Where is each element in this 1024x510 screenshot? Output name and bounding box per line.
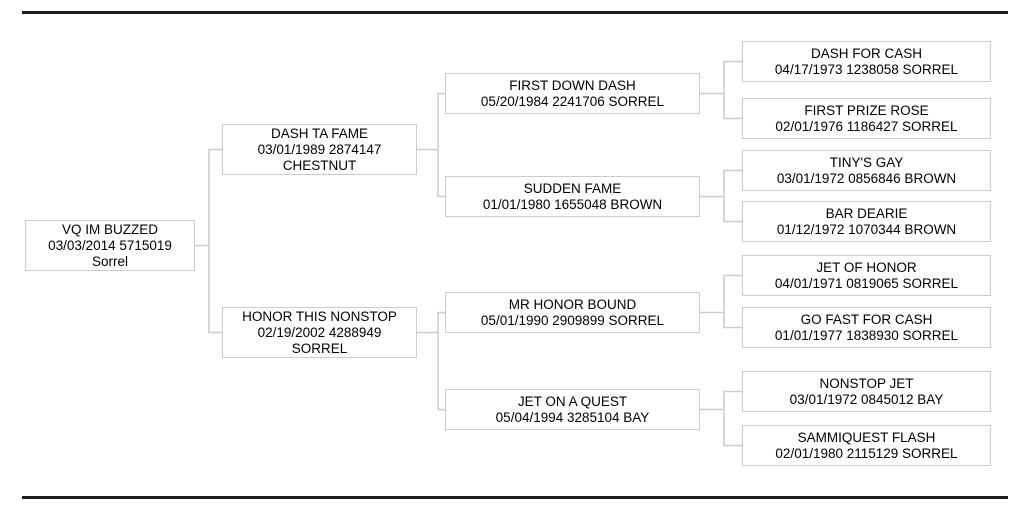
- connector-honor-this-nonstop-parents: [417, 311, 445, 411]
- horse-details: 04/01/1971 0819065 SORREL: [774, 275, 959, 291]
- horse-foaled-reg: 02/19/2002 4288949: [257, 324, 382, 340]
- horse-details: 03/01/1972 0856846 BROWN: [776, 170, 957, 186]
- pedigree-node-sammiquest-flash: SAMMIQUEST FLASH 02/01/1980 2115129 SORR…: [742, 425, 991, 466]
- pedigree-node-first-prize-rose: FIRST PRIZE ROSE 02/01/1976 1186427 SORR…: [742, 98, 991, 139]
- horse-name: FIRST PRIZE ROSE: [804, 102, 929, 118]
- pedigree-node-honor-this-nonstop: HONOR THIS NONSTOP 02/19/2002 4288949 SO…: [222, 307, 417, 358]
- horse-details: 05/04/1994 3285104 BAY: [495, 409, 650, 425]
- horse-name: VQ IM BUZZED: [61, 221, 158, 237]
- pedigree-node-tinys-gay: TINY'S GAY 03/01/1972 0856846 BROWN: [742, 150, 991, 191]
- horse-name: BAR DEARIE: [825, 205, 908, 221]
- pedigree-node-dash-for-cash: DASH FOR CASH 04/17/1973 1238058 SORREL: [742, 41, 991, 82]
- horse-details: 03/01/1972 0845012 BAY: [789, 391, 944, 407]
- connector-jet-on-a-quest-parents: [700, 390, 742, 447]
- pedigree-node-first-down-dash: FIRST DOWN DASH 05/20/1984 2241706 SORRE…: [445, 73, 700, 114]
- horse-name: MR HONOR BOUND: [508, 296, 637, 312]
- horse-name: JET ON A QUEST: [517, 393, 628, 409]
- horse-details: 01/01/1977 1838930 SORREL: [774, 327, 959, 343]
- pedigree-node-mr-honor-bound: MR HONOR BOUND 05/01/1990 2909899 SORREL: [445, 292, 700, 333]
- horse-name: DASH TA FAME: [270, 125, 369, 141]
- horse-name: JET OF HONOR: [816, 259, 917, 275]
- horse-name: FIRST DOWN DASH: [509, 77, 636, 93]
- horse-details: 05/01/1990 2909899 SORREL: [480, 312, 665, 328]
- top-rule: [22, 11, 1008, 14]
- horse-name: GO FAST FOR CASH: [800, 311, 933, 327]
- pedigree-node-dash-ta-fame: DASH TA FAME 03/01/1989 2874147 CHESTNUT: [222, 124, 417, 175]
- connector-sudden-fame-parents: [700, 169, 742, 223]
- pedigree-node-sudden-fame: SUDDEN FAME 01/01/1980 1655048 BROWN: [445, 176, 700, 217]
- pedigree-node-jet-on-a-quest: JET ON A QUEST 05/04/1994 3285104 BAY: [445, 389, 700, 430]
- horse-foaled-reg: 03/01/1989 2874147: [257, 141, 382, 157]
- horse-coat: SORREL: [291, 340, 348, 356]
- horse-details: 02/01/1976 1186427 SORREL: [775, 118, 958, 134]
- connector-subject-to-parents: [195, 148, 222, 334]
- pedigree-node-nonstop-jet: NONSTOP JET 03/01/1972 0845012 BAY: [742, 371, 991, 412]
- pedigree-node-vq-im-buzzed: VQ IM BUZZED 03/03/2014 5715019 Sorrel: [25, 220, 195, 271]
- horse-foaled-reg: 03/03/2014 5715019: [48, 237, 172, 253]
- horse-name: SUDDEN FAME: [523, 180, 622, 196]
- pedigree-node-go-fast-for-cash: GO FAST FOR CASH 01/01/1977 1838930 SORR…: [742, 307, 991, 348]
- horse-name: SAMMIQUEST FLASH: [797, 429, 936, 445]
- horse-name: TINY'S GAY: [829, 154, 904, 170]
- horse-name: DASH FOR CASH: [810, 45, 922, 61]
- connector-first-down-dash-parents: [700, 60, 742, 120]
- horse-coat: CHESTNUT: [282, 157, 357, 173]
- horse-coat: Sorrel: [91, 253, 128, 269]
- horse-details: 04/17/1973 1238058 SORREL: [774, 61, 959, 77]
- bottom-rule: [22, 496, 1008, 499]
- connector-dash-ta-fame-parents: [417, 92, 445, 198]
- horse-details: 01/12/1972 1070344 BROWN: [776, 221, 957, 237]
- horse-name: HONOR THIS NONSTOP: [242, 308, 397, 324]
- pedigree-node-jet-of-honor: JET OF HONOR 04/01/1971 0819065 SORREL: [742, 255, 991, 296]
- horse-details: 02/01/1980 2115129 SORREL: [775, 445, 958, 461]
- horse-name: NONSTOP JET: [819, 375, 914, 391]
- horse-details: 05/20/1984 2241706 SORREL: [480, 93, 665, 109]
- pedigree-node-bar-dearie: BAR DEARIE 01/12/1972 1070344 BROWN: [742, 201, 991, 242]
- connector-mr-honor-bound-parents: [700, 274, 742, 329]
- horse-details: 01/01/1980 1655048 BROWN: [482, 196, 663, 212]
